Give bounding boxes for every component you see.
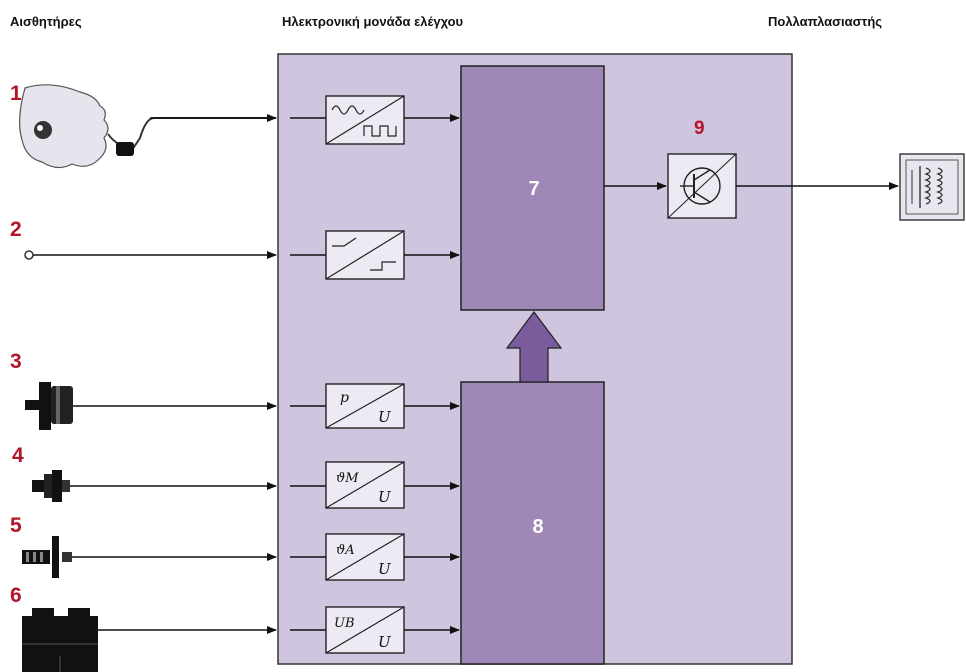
engine-temp-converter-top: ϑM bbox=[336, 471, 359, 486]
block-7-label: 7 bbox=[528, 178, 540, 200]
air-temp-converter: ϑA U bbox=[325, 533, 405, 581]
switch-icon bbox=[24, 250, 34, 260]
block-9-label: 9 bbox=[694, 118, 705, 139]
multiplier-header: Πολλαπλασιαστής bbox=[768, 14, 883, 29]
sensor-number-1: 1 bbox=[10, 82, 22, 105]
pressure-converter-bottom: U bbox=[378, 408, 392, 426]
ecu-header: Ηλεκτρονική μονάδα ελέγχου bbox=[282, 14, 464, 29]
battery-converter-top: UB bbox=[334, 616, 355, 631]
pressure-converter: p U bbox=[325, 383, 405, 429]
sensors-header: Αισθητήρες bbox=[10, 14, 82, 29]
block-7 bbox=[460, 65, 605, 311]
transistor-icon bbox=[667, 153, 737, 219]
battery-converter: UB U bbox=[325, 606, 405, 654]
sensor-number-4: 4 bbox=[12, 444, 24, 467]
temp-sensor-icon bbox=[32, 470, 70, 502]
engine-temp-converter-bottom: U bbox=[378, 488, 392, 506]
pulse-shaper bbox=[325, 95, 405, 145]
ignition-coil-icon bbox=[899, 153, 965, 221]
sensor-number-3: 3 bbox=[10, 350, 22, 373]
sensor-number-2: 2 bbox=[10, 218, 22, 241]
block-8-label: 8 bbox=[532, 516, 544, 538]
battery-converter-bottom: U bbox=[378, 633, 392, 651]
switch-conditioner bbox=[325, 230, 405, 280]
speed-sensor-icon bbox=[19, 84, 276, 169]
sensor-number-5: 5 bbox=[10, 514, 22, 537]
battery-icon bbox=[22, 608, 98, 672]
air-temp-sensor-icon bbox=[22, 536, 72, 578]
data-bus-arrow bbox=[505, 311, 563, 383]
pressure-sensor-icon bbox=[25, 382, 73, 430]
air-temp-converter-top: ϑA bbox=[336, 543, 355, 558]
air-temp-converter-bottom: U bbox=[378, 560, 392, 578]
engine-temp-converter: ϑM U bbox=[325, 461, 405, 509]
pressure-converter-top: p bbox=[340, 390, 349, 406]
sensor-number-6: 6 bbox=[10, 584, 22, 607]
